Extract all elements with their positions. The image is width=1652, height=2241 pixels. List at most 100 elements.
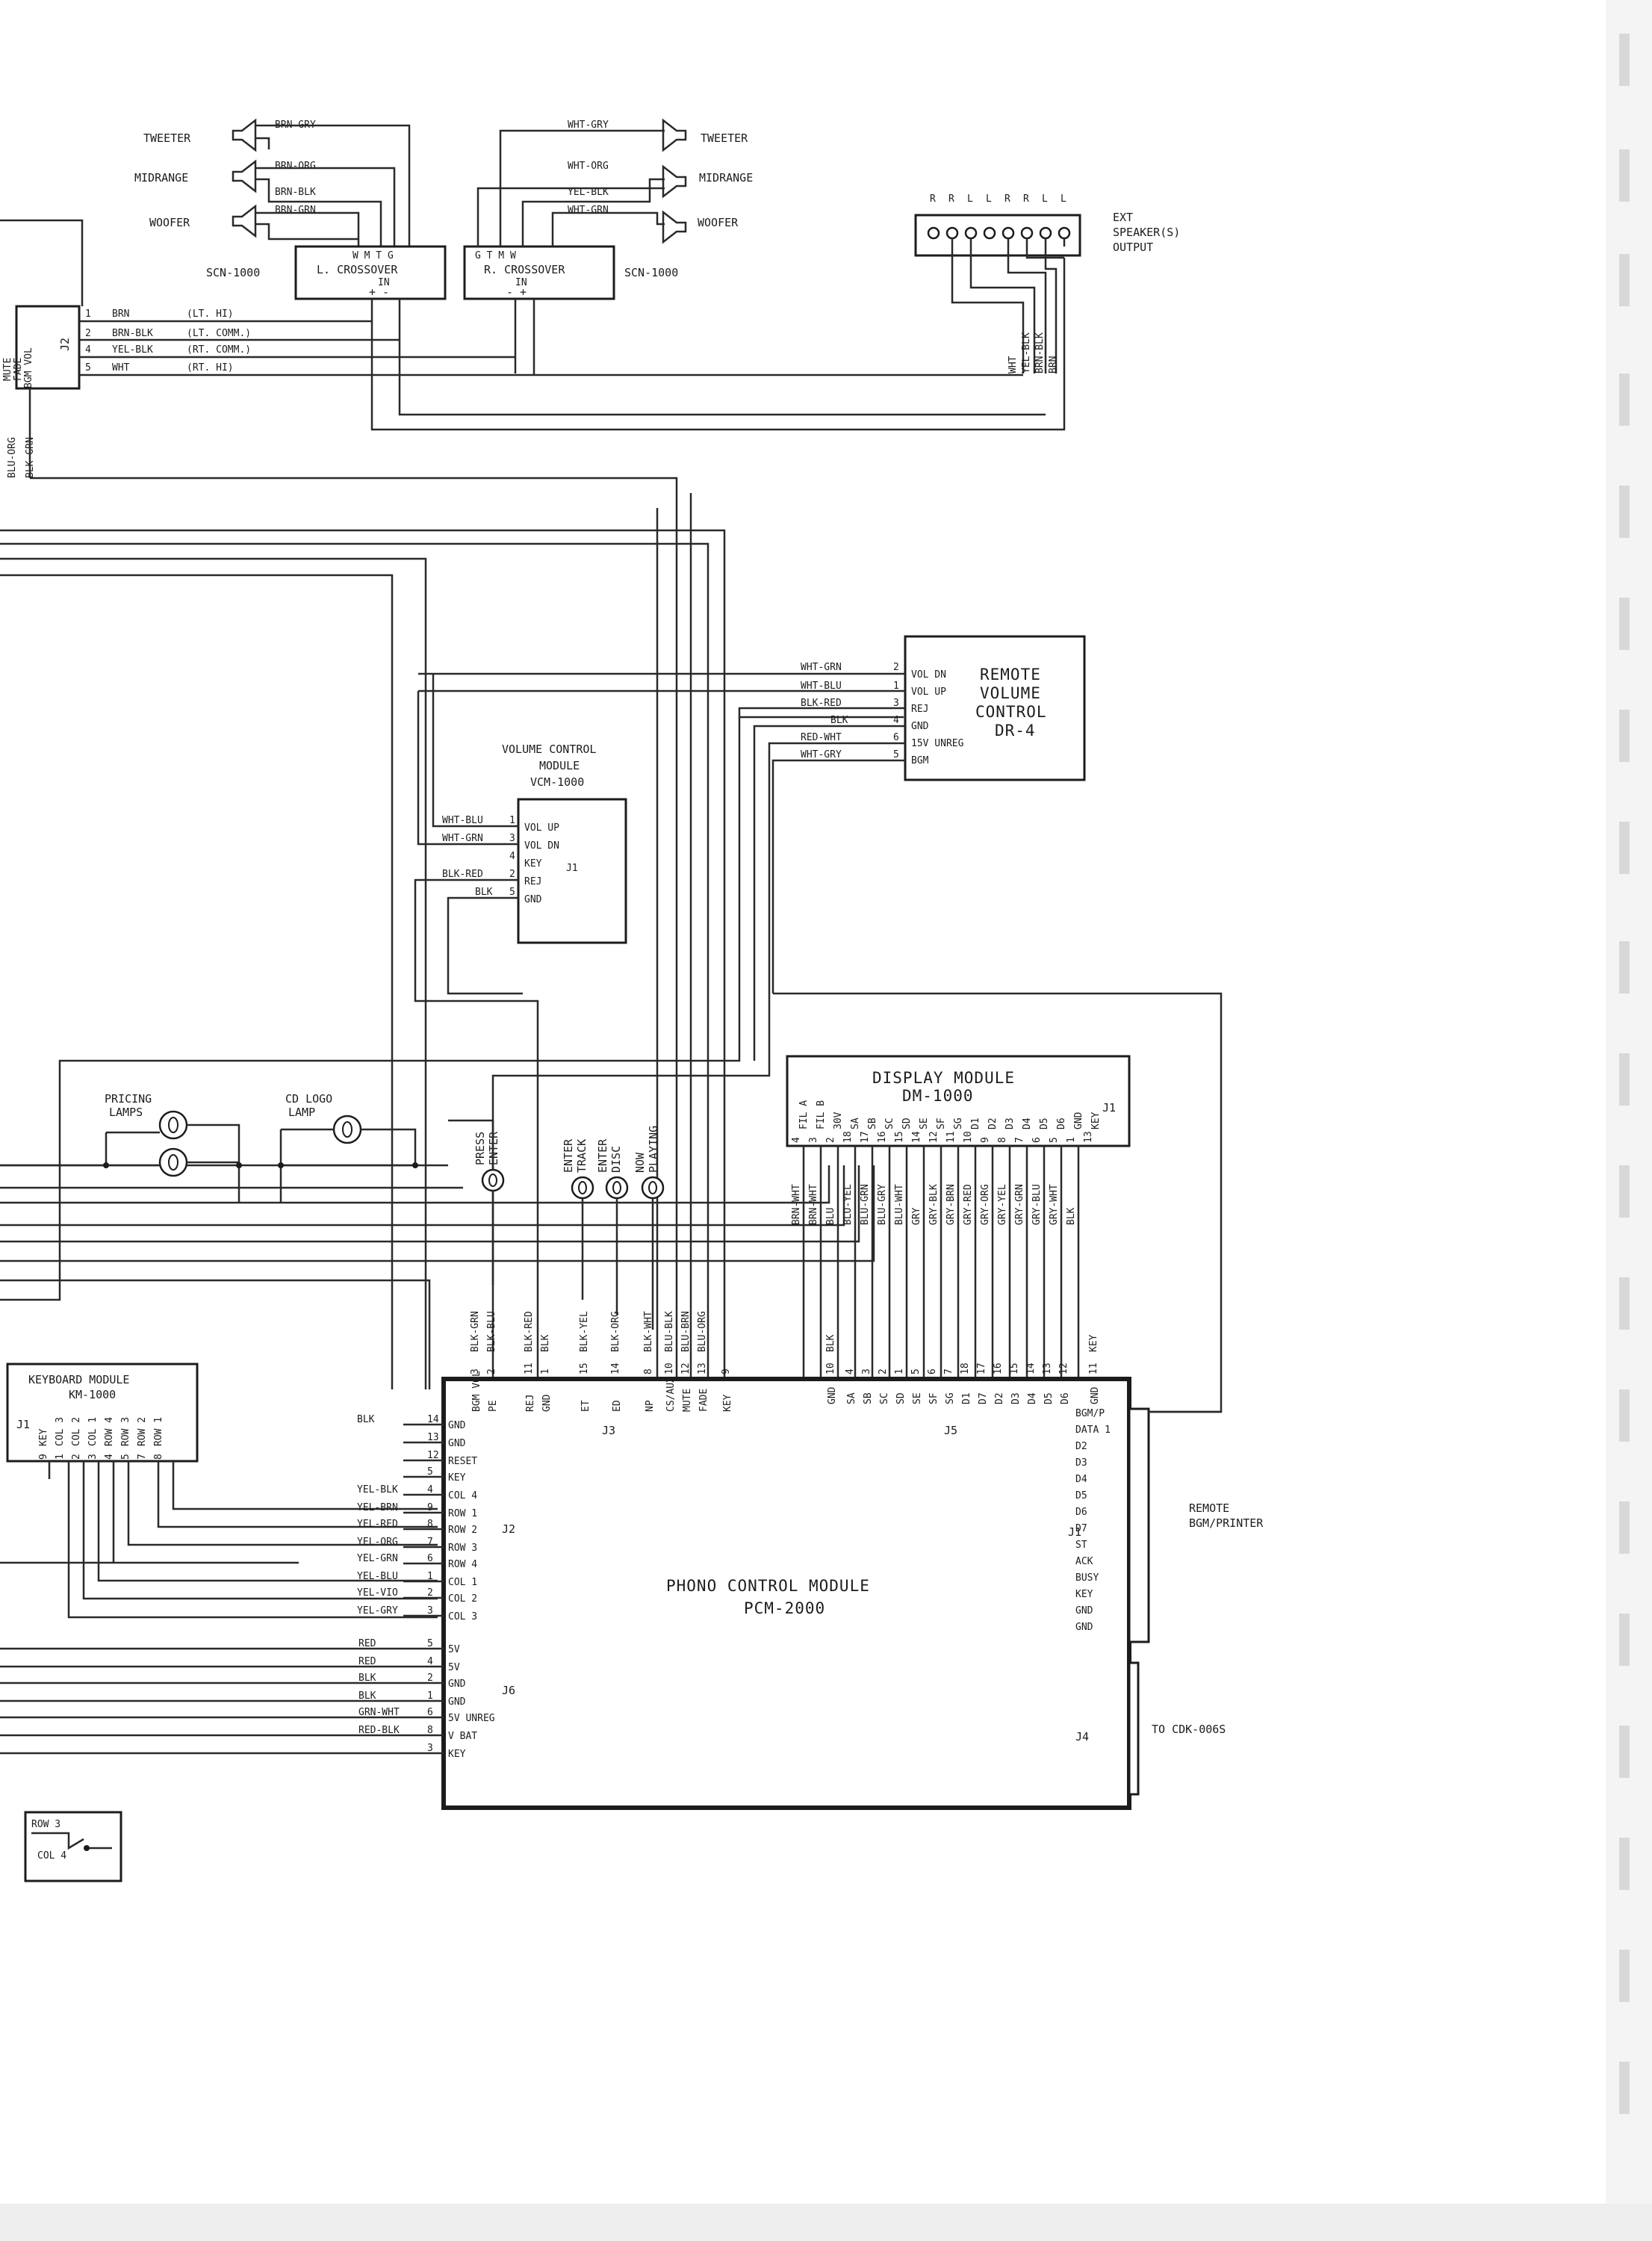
j2-pin-wire: YEL-GRN (357, 1553, 398, 1564)
j5-pin-sig: D2 (994, 1392, 1005, 1404)
vcm-pin-5-sig: GND (524, 894, 542, 905)
pricing-label-2: LAMPS (109, 1106, 143, 1119)
display-pin-wire: GRY-WHT (1049, 1184, 1060, 1225)
pcm-title: PHONO CONTROL MODULE (666, 1577, 870, 1595)
j3-pin-num: 15 (579, 1363, 590, 1374)
vcm-pin-4-wire: BLK-RED (442, 869, 483, 880)
j2-pin-num: 6 (427, 1553, 433, 1564)
j3-pin-sig: NP (645, 1400, 656, 1412)
remote-pin-5-wire: RED-WHT (801, 732, 842, 743)
pcm-j2: J2 (502, 1522, 515, 1536)
right-woofer-label: WOOFER (698, 216, 739, 229)
vcm-pin-1-num: 1 (509, 815, 515, 826)
btn-press-1: PRESS (473, 1132, 487, 1165)
j2-pin-wire: YEL-BRN (357, 1502, 398, 1513)
keyboard-pin-num: 4 (104, 1454, 115, 1460)
j2-pin-wire: YEL-GRY (357, 1605, 398, 1617)
j2-pin-num: 13 (427, 1432, 439, 1443)
j5-pin-num: 1 (894, 1369, 905, 1374)
right-crossover-in: IN (515, 277, 527, 288)
keyboard-model: KM-1000 (69, 1388, 116, 1401)
j2-pin-num: 4 (427, 1484, 433, 1495)
keyboard-pin-num: 2 (71, 1454, 82, 1460)
vcm-title-1: VOLUME CONTROL (502, 743, 596, 756)
lamp-junctions (103, 1162, 418, 1168)
remote-pin-5-sig: 15V UNREG (911, 738, 964, 749)
display-pin-sig: SC (884, 1118, 895, 1129)
vcm-pin-4-num: 2 (509, 869, 515, 880)
right-woofer-icon (662, 210, 687, 244)
ext-label-1: EXT (1113, 211, 1133, 224)
j5-pin-sig: D7 (978, 1392, 989, 1404)
display-pin-num: 12 (928, 1131, 940, 1143)
keyboard-box (6, 1363, 199, 1463)
j3-pin-wire: BLU-BRN (680, 1311, 692, 1352)
ext-label-2: SPEAKER(S) (1113, 226, 1180, 239)
keyboard-switch-box (24, 1811, 122, 1882)
pcm-j1: J1 (1068, 1525, 1081, 1539)
j3-pin-sig: GND (541, 1394, 553, 1412)
j1-pin-sig: KEY (1075, 1589, 1093, 1600)
j6-pin-num: 3 (427, 1743, 433, 1754)
j3-pin-sig: FADE (698, 1389, 709, 1412)
j5-pin-num: 3 (861, 1369, 872, 1374)
remote-volume-box (904, 635, 1086, 781)
j2-pin-sig: ROW 3 (448, 1543, 477, 1554)
remote-pin-1-sig: VOL DN (911, 669, 946, 681)
switch-contact (84, 1845, 90, 1851)
remote-pin-2-num: 1 (893, 681, 899, 692)
keyboard-pin-sig: COL 1 (87, 1417, 99, 1446)
left-crossover-pm: + - (369, 285, 389, 299)
j3-pin-sig: BGM VOL (471, 1371, 482, 1412)
j3-pin-sig: ED (612, 1400, 623, 1412)
j3-pin-num: 9 (721, 1369, 732, 1374)
vcm-pin-2-wire: WHT-GRN (442, 833, 483, 844)
remote-pin-3-sig: REJ (911, 704, 928, 715)
keyboard-pin-sig: ROW 3 (120, 1417, 131, 1446)
right-crossover-model: SCN-1000 (624, 266, 678, 279)
j5-pin-sig: GND (1090, 1386, 1101, 1404)
remote-pin-1-wire: WHT-GRN (801, 662, 842, 673)
j3-pin-num: 14 (610, 1363, 621, 1374)
display-pin-wire: GRY-RED (963, 1184, 974, 1225)
display-pin-wire: BRN-WHT (808, 1184, 819, 1225)
vcm-pin-3-num: 4 (509, 851, 515, 862)
lamp-filaments (168, 1117, 657, 1194)
vcm-box (517, 798, 627, 944)
ext-pin-2: R (948, 193, 954, 205)
j5-pin-sig: SA (846, 1392, 857, 1404)
j6-pin-sig: KEY (448, 1749, 466, 1760)
j2-row-4-wire: WHT (112, 362, 130, 374)
display-pin-wire: GRY-BLU (1031, 1184, 1043, 1225)
j2-pin-sig: ROW 2 (448, 1525, 477, 1536)
keyboard-pin-sig: KEY (38, 1428, 49, 1446)
j2-pin-sig: ROW 1 (448, 1508, 477, 1519)
display-pin-sig: D4 (1022, 1118, 1033, 1129)
j2-pin-wire: YEL-RED (357, 1519, 398, 1530)
display-pin-sig: D5 (1039, 1118, 1050, 1129)
display-pin-wire: BLU (825, 1208, 836, 1225)
display-pin-wire: GRY (911, 1207, 922, 1225)
remote-pin-1-num: 2 (893, 662, 899, 673)
left-crossover-label: L. CROSSOVER (317, 263, 398, 276)
display-pin-sig: SB (867, 1118, 878, 1129)
j1-pin-sig: D2 (1075, 1441, 1087, 1452)
j5-pin-num: 6 (927, 1369, 938, 1374)
main-harness-wires (0, 493, 904, 1389)
ext-wire-2: YEL-BLK (1021, 332, 1032, 374)
remote-pin-rows: WHT-GRN 2 VOL DN WHT-BLU 1 VOL UP BLK-RE… (801, 662, 964, 766)
display-pin-num: 15 (894, 1131, 905, 1143)
display-pin-sig: FIL A (798, 1100, 810, 1129)
display-pin-num: 2 (825, 1137, 836, 1143)
display-pin-wire: GRY-BLK (928, 1184, 940, 1225)
display-pin-sig: D1 (970, 1118, 981, 1129)
j5-pin-sig: D1 (961, 1392, 972, 1404)
j2-row-4-desc: (RT. HI) (187, 362, 234, 374)
pcm-remote-2: BGM/PRINTER (1189, 1516, 1264, 1530)
left-midrange-label: MIDRANGE (134, 171, 188, 185)
j5-pin-sig: SF (928, 1392, 940, 1404)
remote-pin-3-num: 3 (893, 698, 899, 709)
remote-pin-4-num: 4 (893, 715, 899, 726)
left-woofer-label: WOOFER (149, 216, 190, 229)
